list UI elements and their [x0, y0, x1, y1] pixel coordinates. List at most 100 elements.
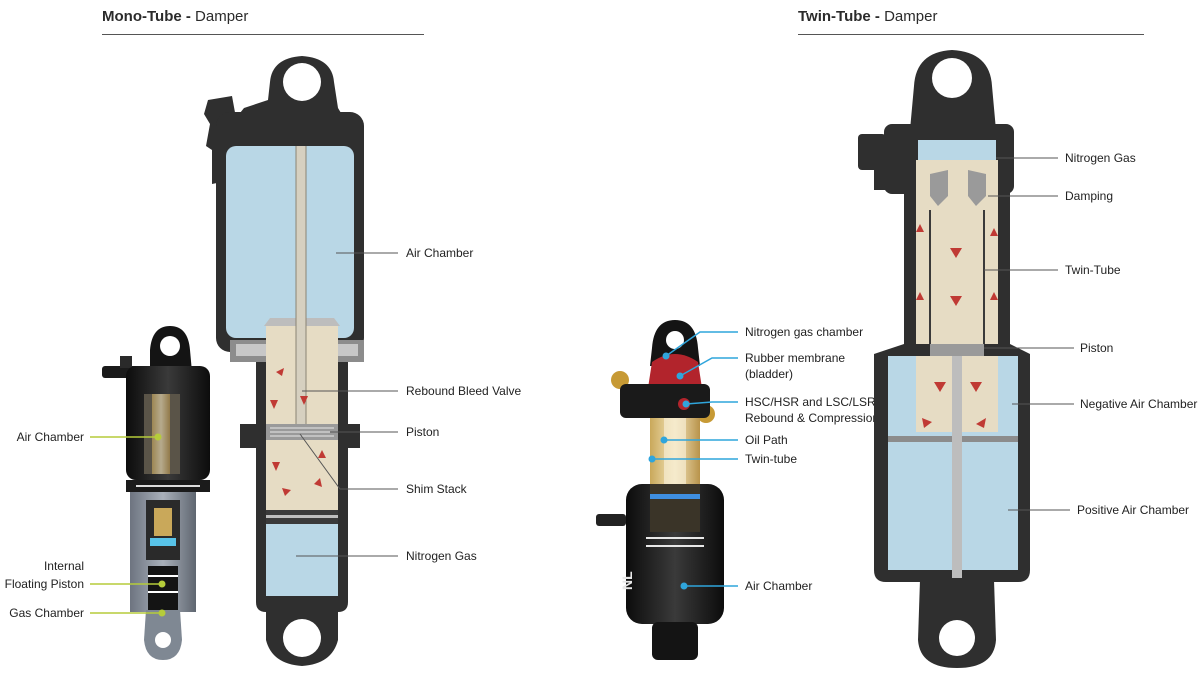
twin-arrow-4: [916, 292, 924, 300]
twin-arrow-10: [976, 418, 986, 428]
twin-small-hsc-dot: [682, 400, 690, 408]
mono-arrow-3: [300, 396, 308, 405]
twin-small-oil-dot: [660, 436, 668, 444]
twin-arrow-1: [950, 248, 962, 258]
twin-small-label-hsc-2: Rebound & Compression: [745, 411, 879, 425]
mono-product-gas-window: [148, 566, 178, 610]
twin-small-label-twin-tube: Twin-tube: [745, 452, 797, 466]
twin-product-eyelet-hole: [666, 331, 684, 349]
mono-label-nitrogen-gas: Nitrogen Gas: [406, 549, 477, 563]
mono-small-gas-dot: [158, 609, 166, 617]
twin-bottom-eyelet-hole: [939, 620, 975, 656]
twin-tube-heading: Twin-Tube - Damper: [798, 8, 937, 25]
mono-arrow-5: [282, 488, 291, 496]
twin-top-eyelet-hole: [932, 58, 972, 98]
mono-label-shim-stack: Shim Stack: [406, 482, 468, 496]
mono-small-label-air-chamber: Air Chamber: [17, 430, 84, 444]
mono-label-rebound-bleed-valve: Rebound Bleed Valve: [406, 384, 522, 398]
twin-small-nitrogen-line: [665, 331, 738, 357]
twin-nitrogen-region: [918, 140, 996, 160]
twin-damping-valve-2: [968, 170, 986, 206]
twin-small-air-dot: [680, 582, 688, 590]
mono-product-bottom-hole: [155, 632, 171, 648]
mono-product-eyelet-hole: [160, 336, 180, 356]
twin-product-bladder: [648, 354, 702, 388]
twin-small-hsc-line: [685, 401, 738, 405]
mono-label-air-chamber: Air Chamber: [406, 246, 473, 260]
mono-arrow-6: [314, 478, 322, 487]
twin-small-nitrogen-dot: [662, 352, 670, 360]
twin-small-membrane-dot: [676, 372, 684, 380]
twin-callouts: [984, 157, 1074, 511]
mono-arrow-2: [270, 400, 278, 409]
twin-small-label-hsc-1: HSC/HSR and LSC/LSR: [745, 395, 876, 409]
mono-small-label-ifp-line1: Internal: [44, 559, 84, 573]
twin-small-membrane-line: [679, 357, 738, 377]
twin-small-label-nitrogen-gas-chamber: Nitrogen gas chamber: [745, 325, 863, 339]
twin-arrow-3: [916, 224, 924, 232]
twin-small-callouts: [652, 331, 738, 587]
mono-product-internal-blue: [150, 538, 176, 546]
twin-label-piston: Piston: [1080, 341, 1113, 355]
twin-arrow-5: [990, 228, 998, 236]
twin-label-damping: Damping: [1065, 189, 1113, 203]
twin-flow-arrows: [916, 224, 998, 428]
mono-ifp-stripe: [266, 515, 338, 518]
mono-tube-cutaway: [204, 56, 364, 666]
twin-small-label-rubber-membrane-1: Rubber membrane: [745, 351, 845, 365]
mono-product-internal-gold: [154, 508, 172, 536]
twin-small-label-air-chamber: Air Chamber: [745, 579, 812, 593]
twin-product-cutaway-window: [650, 484, 700, 532]
mono-arrow-7: [318, 450, 326, 458]
twin-product-valve-block: [620, 384, 710, 418]
twin-tube-heading-bold: Twin-Tube -: [798, 8, 880, 25]
twin-product-shock: NL: [596, 320, 724, 660]
mono-body-step-right: [340, 424, 360, 448]
mono-tube-heading: Mono-Tube - Damper: [102, 8, 248, 25]
mono-flow-arrows: [270, 368, 326, 496]
twin-small-callout-dots: [648, 352, 690, 590]
mono-small-label-gas-chamber: Gas Chamber: [9, 606, 84, 620]
twin-label-positive-air-chamber: Positive Air Chamber: [1077, 503, 1189, 517]
mono-shaft: [296, 146, 306, 426]
twin-arrow-2: [950, 296, 962, 306]
mono-callout-shim-line: [299, 433, 398, 490]
mono-small-label-ifp-line2: Floating Piston: [5, 577, 84, 591]
mono-body-step-left: [240, 424, 260, 448]
twin-tube-heading-light: Damper: [884, 8, 938, 25]
twin-label-negative-air-chamber: Negative Air Chamber: [1080, 397, 1197, 411]
twin-small-label-rubber-membrane-2: (bladder): [745, 367, 793, 381]
twin-side-knob-base: [874, 160, 892, 190]
twin-product-blue-seal: [650, 494, 700, 499]
mono-label-piston: Piston: [406, 425, 439, 439]
twin-tube-heading-rule: [798, 34, 1144, 35]
twin-product-side-knob: [596, 514, 626, 526]
twin-label-nitrogen-gas: Nitrogen Gas: [1065, 151, 1136, 165]
twin-label-twin-tube: Twin-Tube: [1065, 263, 1121, 277]
twin-damping-valve: [930, 170, 948, 206]
mono-top-eyelet-hole: [283, 63, 321, 101]
twin-tube-cutaway: [858, 50, 1030, 668]
mono-arrow-4: [272, 462, 280, 471]
mono-tube-heading-bold: Mono-Tube -: [102, 8, 191, 25]
twin-piston: [930, 344, 984, 356]
mono-tube-heading-light: Damper: [195, 8, 249, 25]
mono-product-shaft-glass: [152, 394, 170, 474]
mono-small-ifp-dot: [158, 580, 166, 588]
mono-product-valve-nub: [120, 356, 132, 368]
twin-small-twintube-dot: [648, 455, 656, 463]
twin-arrow-6: [990, 292, 998, 300]
twin-product-bottom-mount: [652, 622, 698, 660]
mono-small-callouts: [90, 436, 162, 614]
mono-nitrogen-section: [266, 524, 338, 596]
twin-arrow-7: [934, 382, 946, 392]
mono-product-shock: [102, 326, 210, 660]
mono-small-air-dot: [154, 433, 162, 441]
mono-bottom-eyelet-hole: [283, 619, 321, 657]
mono-tube-heading-rule: [102, 34, 424, 35]
twin-shaft: [952, 356, 962, 578]
twin-arrow-8: [970, 382, 982, 392]
twin-arrow-9: [922, 418, 932, 428]
twin-product-brand-mark: NL: [619, 571, 635, 590]
mono-air-chamber-fill: [226, 146, 354, 338]
